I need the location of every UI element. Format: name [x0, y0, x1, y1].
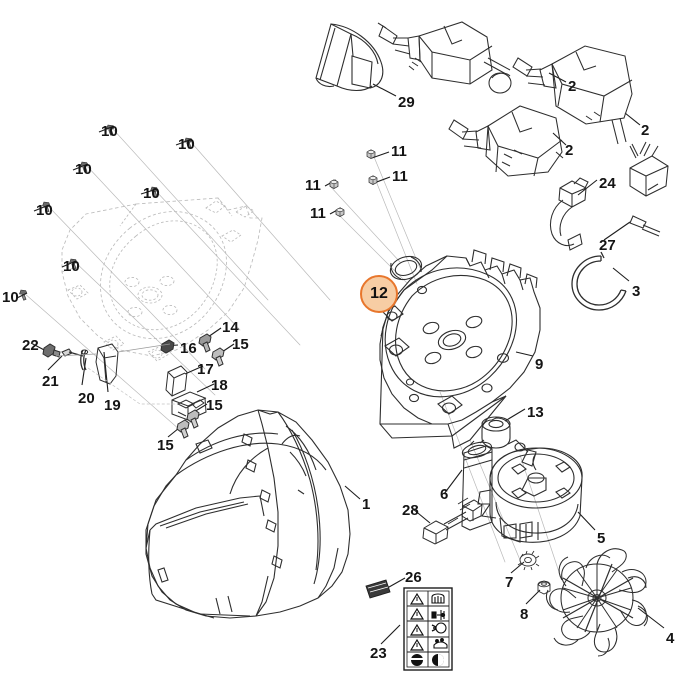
power-adapter-part-a	[377, 21, 512, 94]
callout-screw-10[interactable]: 10	[36, 202, 53, 219]
callout-power-adapter-2[interactable]: 2	[565, 142, 574, 159]
small-parts-group	[42, 333, 225, 439]
callout-screw-10[interactable]: 10	[178, 136, 195, 153]
callout-safety-label-23[interactable]: 23	[370, 645, 387, 662]
safety-label-part-23	[403, 587, 453, 671]
callout-wire-stand-29[interactable]: 29	[398, 94, 415, 111]
cable-harness-part-28	[422, 497, 483, 545]
callout-cover-17[interactable]: 17	[197, 361, 214, 378]
sticker-part-26	[365, 579, 391, 599]
callout-nut-8[interactable]: 8	[520, 606, 529, 623]
wire-stand-part	[315, 23, 384, 92]
callout-sticker-26[interactable]: 26	[405, 569, 422, 586]
callout-cable-clamp-24[interactable]: 24	[599, 175, 616, 192]
callout-power-adapter-2[interactable]: 2	[568, 78, 577, 95]
callout-screw-15[interactable]: 15	[206, 397, 223, 414]
callout-nut-11[interactable]: 11	[305, 177, 321, 194]
cable-clamp-part	[549, 177, 589, 251]
callout-screw-10[interactable]: 10	[2, 289, 19, 306]
nut-set-11	[329, 149, 378, 217]
callout-cable-harness-28[interactable]: 28	[402, 502, 419, 519]
highlight-badge-12[interactable]: 12	[360, 275, 398, 313]
callout-pin-21[interactable]: 21	[42, 373, 59, 390]
leader-lines	[23, 127, 561, 576]
pin-part-27	[629, 215, 661, 237]
callout-screw-10[interactable]: 10	[101, 123, 118, 140]
callout-washer-7[interactable]: 7	[505, 574, 514, 591]
phantom-fan-housing	[61, 197, 263, 362]
callout-retaining-ring-3[interactable]: 3	[632, 283, 641, 300]
callout-clip-22[interactable]: 22	[22, 337, 39, 354]
callout-screw-14[interactable]: 14	[222, 319, 239, 336]
callout-screw-16[interactable]: 16	[180, 340, 197, 357]
callout-switch-18[interactable]: 18	[211, 377, 228, 394]
callout-fan-housing-9[interactable]: 9	[535, 356, 544, 373]
callout-lever-19[interactable]: 19	[104, 397, 121, 414]
callout-nut-11[interactable]: 11	[391, 143, 407, 160]
callout-nut-11[interactable]: 11	[310, 205, 326, 222]
callout-nut-11[interactable]: 11	[392, 168, 408, 185]
motor-part-5	[477, 439, 583, 543]
impeller-part-4	[545, 548, 648, 657]
power-adapter-part-c	[448, 105, 564, 177]
fan-housing-part-9	[379, 249, 541, 449]
housing-cover-part-1	[145, 409, 351, 619]
retaining-ring-part	[571, 251, 627, 311]
callout-impeller-4[interactable]: 4	[666, 630, 675, 647]
callout-capacitor-6[interactable]: 6	[440, 486, 449, 503]
callout-screw-10[interactable]: 10	[75, 161, 92, 178]
callout-power-adapter-2[interactable]: 2	[641, 122, 650, 139]
mains-plug-part	[629, 141, 669, 197]
callout-spring-20[interactable]: 20	[78, 390, 95, 407]
bushing-part-13	[481, 416, 511, 449]
callout-housing-cover-1[interactable]: 1	[362, 496, 371, 513]
callout-screw-15[interactable]: 15	[232, 336, 249, 353]
callout-screw-10[interactable]: 10	[143, 185, 160, 202]
seal-ring-part-12	[389, 255, 423, 281]
callout-pin-27[interactable]: 27	[599, 237, 616, 254]
callout-screw-10[interactable]: 10	[63, 258, 80, 275]
washer-nut-parts	[517, 550, 551, 595]
power-adapter-part-b	[512, 45, 633, 145]
callout-screw-15[interactable]: 15	[157, 437, 174, 454]
callout-motor-5[interactable]: 5	[597, 530, 606, 547]
callout-bushing-13[interactable]: 13	[527, 404, 544, 421]
